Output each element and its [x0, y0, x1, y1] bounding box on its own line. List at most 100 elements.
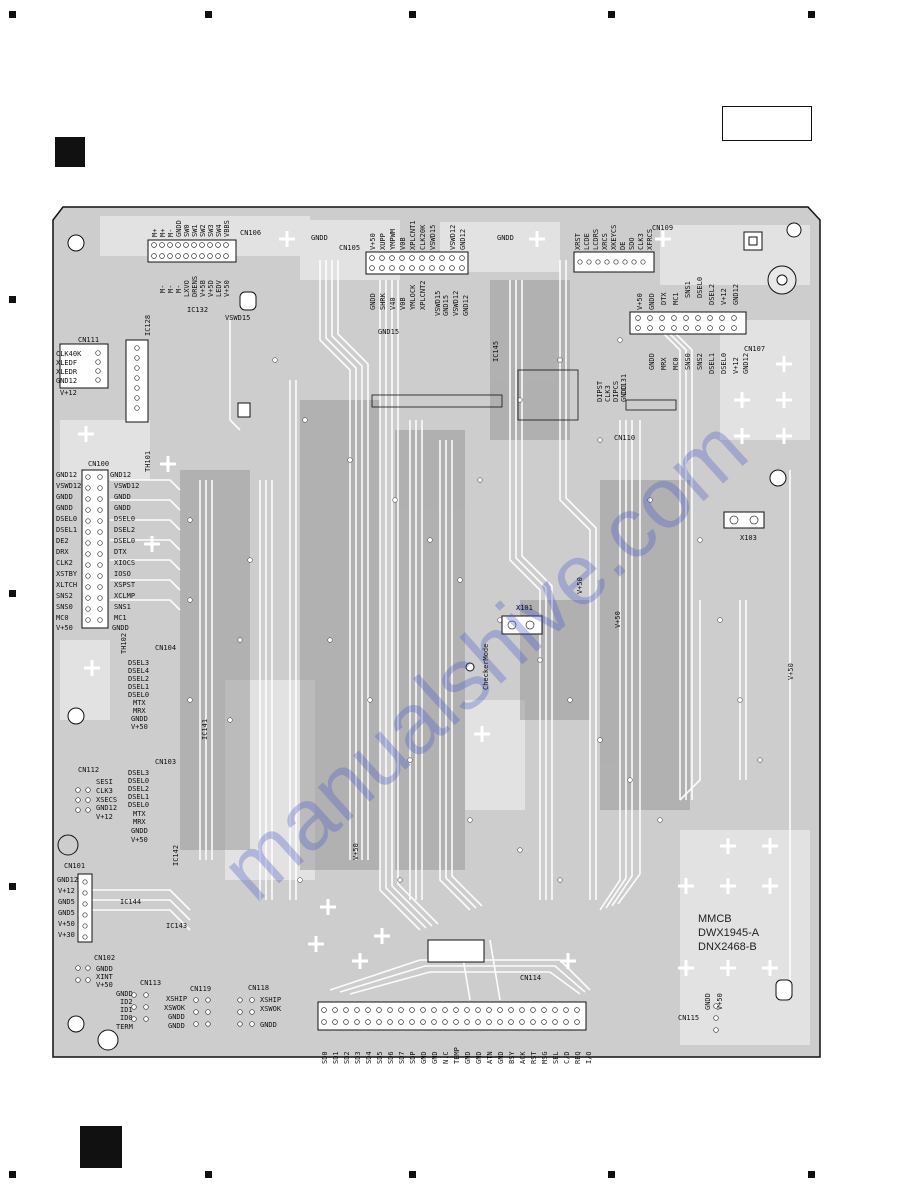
pin-label: SW2	[199, 224, 207, 237]
pin-label: V+50	[58, 920, 75, 928]
pin-label: GND15	[442, 295, 450, 316]
pin-label: DTX	[114, 548, 127, 556]
label-cn109: CN109	[652, 224, 673, 232]
pin-label: VBBS	[223, 220, 231, 237]
pin-label: DSEL0	[696, 277, 704, 298]
pin-label: SNS0	[684, 353, 692, 370]
pin-label: DSEL0	[720, 353, 728, 374]
pin-label: DSEL2	[128, 785, 149, 793]
pin-label: GND12	[56, 377, 77, 385]
pin-label: DIPST	[596, 380, 604, 402]
pin-label: REQ	[574, 1051, 582, 1064]
pin-label: XSHIP	[166, 995, 187, 1003]
pin-label: VSWD12	[449, 225, 457, 250]
cn118-pins: XSHIP XSWOK GNDD	[260, 996, 282, 1029]
pin-label: SW4	[215, 224, 223, 237]
cn113-pins: GNDD ID2 ID1 ID0 TERM	[116, 990, 133, 1031]
pin-label: M-	[175, 285, 183, 293]
pin-label: SD1	[332, 1051, 340, 1064]
registration-mark	[9, 296, 16, 303]
label-cn118: CN118	[248, 984, 269, 992]
cn110-pins: DIPST CLK3 DIPCS GNDD	[596, 380, 628, 402]
pin-label: DE2	[56, 537, 69, 545]
label-ic143: IC143	[166, 922, 187, 930]
pin-label: DSEL1	[128, 793, 149, 801]
board-part-a: DWX1945-A	[698, 927, 760, 939]
label-gndd-b: GNDD	[497, 234, 514, 242]
pin-label: MSG	[541, 1051, 549, 1064]
registration-mark	[205, 11, 212, 18]
pin-label: C/D	[563, 1051, 571, 1064]
pin-label: SNS1	[114, 603, 131, 611]
pin-label: ID1	[120, 1006, 133, 1014]
pin-label: MTX	[133, 699, 146, 707]
label-cn112: CN112	[78, 766, 99, 774]
pin-label: GND	[420, 1051, 428, 1064]
cn105-top-pins: V+50 XUPP YMPWM V0B XPLCNT1 CLK20K VSWD1…	[369, 220, 467, 250]
cn100-right-pins: GND12 VSWD12 GNDD GNDD DSEL0 DSEL2 DSEL0…	[110, 471, 139, 632]
pin-label: XRST	[574, 232, 582, 250]
pin-label: V+30	[58, 931, 75, 939]
pin-label: V+12	[732, 357, 740, 374]
pin-label: GND12	[459, 229, 467, 250]
pin-label: DSEL0	[114, 537, 135, 545]
registration-mark	[808, 11, 815, 18]
cn102-pins: GNDD XINT V+50	[96, 965, 114, 989]
pin-label: M-	[167, 229, 175, 237]
pin-label: SW1	[191, 224, 199, 237]
pin-label: V+50	[369, 233, 377, 250]
pin-label: DSEL1	[708, 353, 716, 374]
pin-label: GNDD	[175, 220, 183, 237]
cn106-bottom-pins: M- M- M- LXVO DRENS V+5B V+5D LEDV V+50	[159, 276, 231, 297]
pin-label: XLTCH	[56, 581, 77, 589]
pin-label: SDO	[628, 237, 636, 250]
label-v50-d: V+50	[787, 663, 795, 680]
pin-label: SDP	[409, 1051, 417, 1064]
pin-label: SNS2	[696, 353, 704, 370]
pin-label: V+12	[60, 389, 77, 397]
pin-label: V+50	[56, 624, 73, 632]
label-cn115: CN115	[678, 1014, 699, 1022]
pin-label: DSEL3	[128, 659, 149, 667]
registration-mark	[9, 590, 16, 597]
label-v50-a: V+50	[576, 577, 584, 594]
pin-label: DSEL0	[128, 777, 149, 785]
pin-label: MRX	[133, 707, 146, 715]
pin-label: DE	[619, 242, 627, 250]
pin-label: XIOCS	[114, 559, 135, 567]
pin-label: XKEYCS	[610, 225, 618, 250]
pin-label: XSECS	[96, 796, 117, 804]
pin-label: GNDD	[114, 504, 131, 512]
pin-label: CLK20K	[419, 224, 427, 250]
pin-label: XUPP	[379, 233, 387, 250]
pin-label: ID0	[120, 1014, 133, 1022]
label-cn107: CN107	[744, 345, 765, 353]
pin-label: SNS0	[56, 603, 73, 611]
label-cn113: CN113	[140, 979, 161, 987]
pin-label: XLEDF	[56, 359, 77, 367]
pin-label: DSEL2	[114, 526, 135, 534]
pin-label: V+12	[58, 887, 75, 895]
pin-label: GND12	[56, 471, 77, 479]
label-x103: X103	[740, 534, 757, 542]
pin-label: LCDRS	[592, 229, 600, 250]
label-ic144: IC144	[120, 898, 141, 906]
pin-label: MC1	[114, 614, 127, 622]
pin-label: LEDV	[215, 279, 223, 297]
label-x101: X101	[516, 604, 533, 612]
board-name: MMCB	[698, 913, 732, 925]
pin-label: XSWOK	[164, 1004, 186, 1012]
pin-label: DRX	[56, 548, 69, 556]
pin-label: V40	[389, 297, 397, 310]
pin-label: YMLOCK	[409, 284, 417, 310]
pin-label: SD4	[365, 1051, 373, 1064]
pin-label: GND	[431, 1051, 439, 1064]
label-ic141: IC141	[201, 719, 209, 740]
pin-label: XINT	[96, 973, 114, 981]
label-cn105: CN105	[339, 244, 360, 252]
pin-label: GNDD	[112, 624, 129, 632]
pin-label: GND12	[742, 353, 750, 374]
pin-label: SD5	[376, 1051, 384, 1064]
pin-label: XPLCNT2	[419, 280, 427, 310]
pin-label: DSEL1	[128, 683, 149, 691]
